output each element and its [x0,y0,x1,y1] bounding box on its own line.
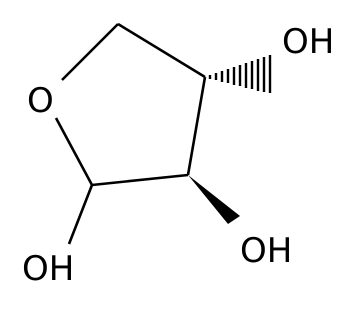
bond-c1-oh [67,184,94,245]
solid-wedge-bond-c2-oh [188,175,240,224]
hashed-wedge-bond-c3-oh [208,55,272,93]
bond-c1-o [54,117,94,186]
hydroxyl-bottom-center-label: OH [240,231,292,271]
bond-c2-c1 [91,173,189,187]
bond-o-c4 [61,23,119,81]
hydroxyl-top-right-label: OH [282,22,334,62]
bond-c3-c2 [186,76,207,176]
bond-c4-c3 [117,22,206,79]
ring-oxygen-label: O [27,81,54,121]
hydroxyl-bottom-left-label: OH [22,249,74,289]
